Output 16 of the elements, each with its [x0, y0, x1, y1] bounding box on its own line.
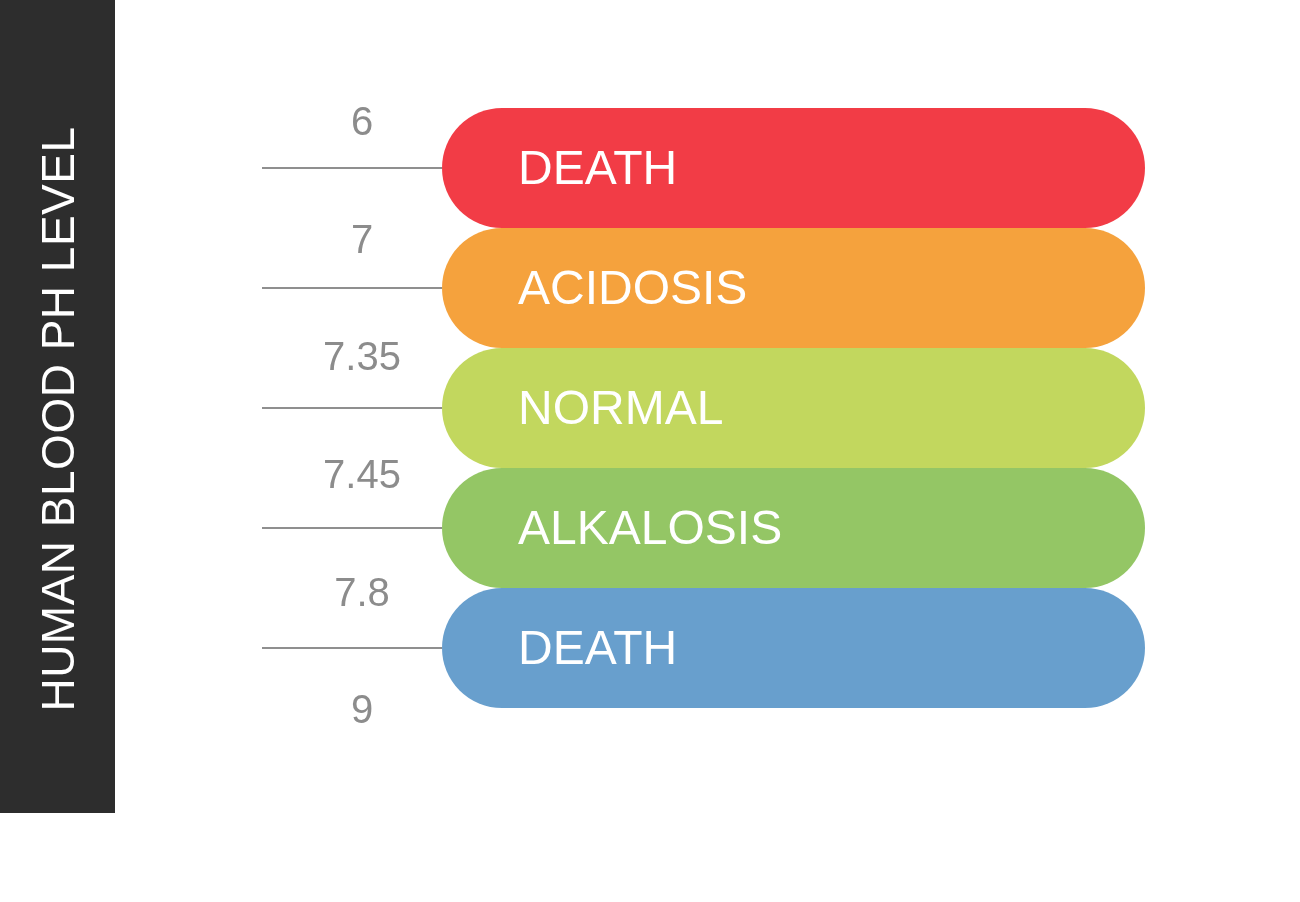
range-label: DEATH [518, 624, 678, 672]
scale-value: 7 [350, 219, 374, 259]
diagram-title: HUMAN BLOOD PH LEVEL [35, 126, 81, 712]
range-label: ACIDOSIS [518, 264, 748, 312]
scale-value: 6 [350, 101, 374, 141]
scale-value: 7.8 [334, 572, 390, 612]
scale-line [261, 167, 443, 169]
scale-line [261, 287, 443, 289]
scale-value: 7.35 [323, 336, 401, 376]
scale-value: 7.45 [323, 454, 401, 494]
range-label: DEATH [518, 144, 678, 192]
scale-value: 9 [350, 689, 374, 729]
range-label: NORMAL [518, 384, 724, 432]
scale-line [261, 647, 443, 649]
scale-line [261, 407, 443, 409]
range-label: ALKALOSIS [518, 504, 783, 552]
